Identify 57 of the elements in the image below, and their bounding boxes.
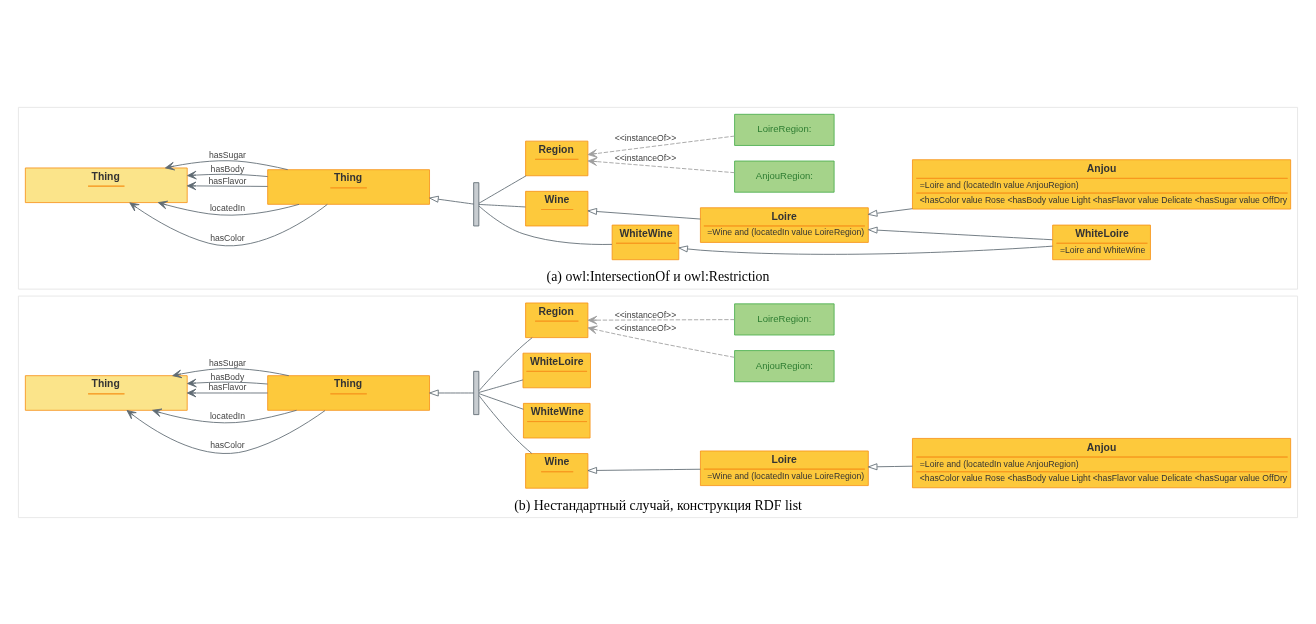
arrow — [157, 200, 300, 216]
edge-label: <<instanceOf>> — [614, 309, 677, 320]
node-box: Thing — [267, 168, 430, 205]
node-box: Wine — [525, 452, 589, 489]
edge-label: locatedIn — [209, 202, 245, 213]
node-box: Thing — [267, 374, 430, 411]
arrow — [867, 462, 913, 470]
connector — [478, 203, 526, 207]
node-bar — [473, 181, 480, 226]
arrow — [429, 195, 475, 204]
edge-label: <<instanceOf>> — [614, 132, 677, 143]
connector — [478, 394, 533, 454]
arrow — [165, 159, 289, 170]
edge-label: hasSugar — [208, 149, 246, 160]
node-box: LoireRegion: — [734, 302, 835, 335]
edge-label: hasBody — [210, 371, 245, 382]
node-box: Wine — [525, 190, 589, 226]
connector — [478, 378, 524, 393]
node-box: LoireRegion: — [734, 113, 835, 146]
arrow — [152, 408, 297, 423]
node-box: Thing — [24, 167, 188, 203]
edge-label: hasSugar — [208, 357, 246, 368]
edge-label: hasFlavor — [208, 381, 247, 392]
edge-label: hasColor — [210, 439, 245, 450]
arrow — [187, 378, 268, 387]
arrow — [129, 201, 328, 246]
edge-label: locatedIn — [209, 410, 245, 421]
arrow — [587, 325, 735, 358]
arrow — [868, 226, 1053, 240]
arrow — [186, 388, 269, 397]
node-box: Region — [525, 140, 589, 176]
arrow — [126, 409, 326, 454]
node-box: Thing — [24, 374, 188, 411]
arrow — [187, 170, 269, 179]
arrow — [867, 207, 913, 217]
connector — [478, 174, 527, 204]
arrow — [172, 367, 290, 378]
node-box: Region — [525, 302, 589, 338]
edge-label: hasFlavor — [208, 175, 247, 186]
connector — [478, 392, 524, 410]
node-bar — [473, 370, 480, 415]
arrow — [587, 135, 735, 158]
edge-label: <<instanceOf>> — [614, 322, 677, 333]
node-box: AnjouRegion: — [734, 349, 835, 382]
arrow — [587, 207, 701, 219]
edge-label: hasColor — [210, 232, 245, 243]
arrow — [587, 315, 735, 324]
arrow — [587, 466, 701, 474]
edge-label: <<instanceOf>> — [614, 152, 677, 163]
arrow — [429, 389, 475, 396]
node-box: AnjouRegion: — [734, 160, 835, 193]
edge-label: hasBody — [210, 163, 245, 174]
connector — [478, 205, 613, 245]
arrow — [678, 245, 1053, 255]
arrow — [186, 181, 269, 190]
arrow — [587, 156, 735, 173]
connector — [478, 336, 533, 391]
